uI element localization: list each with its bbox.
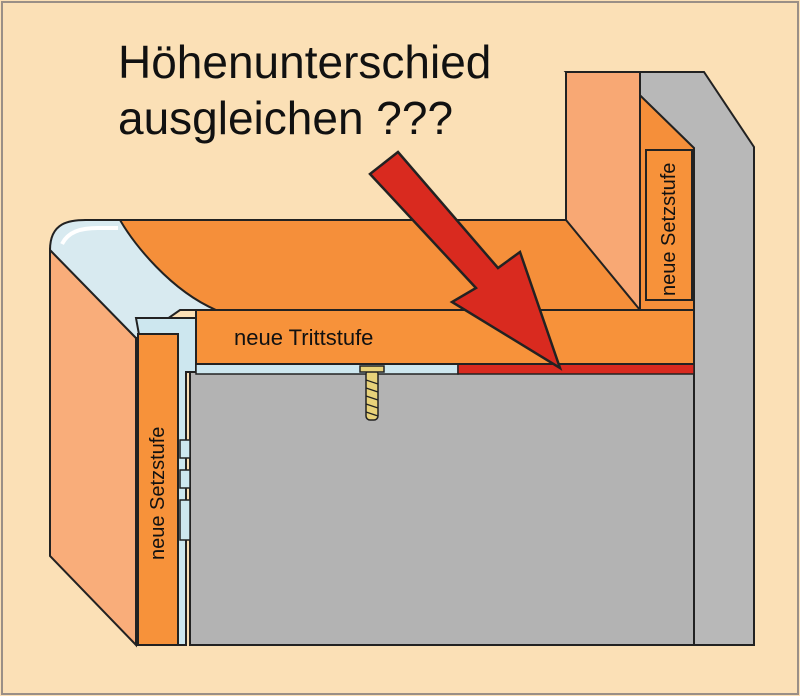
tread-label: neue Trittstufe [234, 325, 374, 350]
screw [359, 365, 385, 421]
back-riser-label: neue Setzstufe [658, 162, 680, 296]
arrow-icon [368, 150, 563, 371]
front-riser-label: neue Setzstufe [147, 426, 169, 560]
back-riser-front [645, 149, 693, 301]
profile-clip-1 [179, 439, 191, 459]
nosing-highlight [60, 226, 118, 246]
headline-line-2: ausgleichen ??? [118, 92, 454, 144]
headline-line-1: Höhenunterschied [118, 36, 492, 88]
profile-clip-3 [179, 499, 191, 541]
profile-base [195, 363, 459, 375]
new-tread [195, 309, 695, 365]
profile-clip-2 [179, 469, 191, 489]
height-gap [457, 363, 695, 375]
front-riser [137, 333, 179, 646]
headline: Höhenunterschied ausgleichen ??? [118, 34, 558, 146]
base-block [189, 371, 695, 646]
